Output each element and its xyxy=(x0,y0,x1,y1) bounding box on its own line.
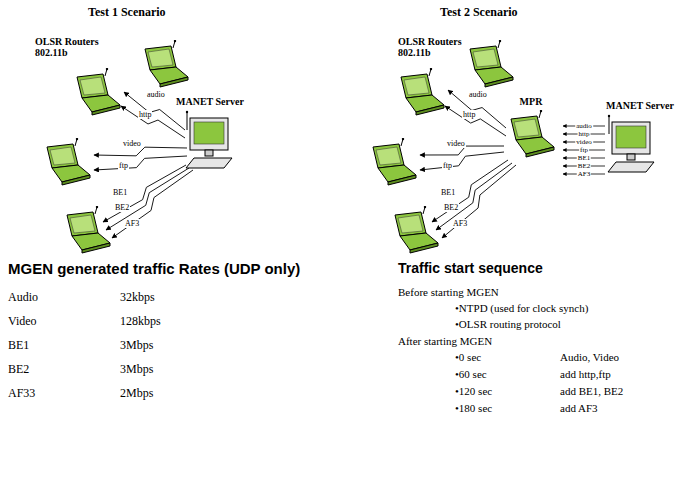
lightning-link xyxy=(448,90,506,128)
node-label: MANET Server xyxy=(606,100,684,112)
router-laptop xyxy=(401,68,444,115)
sequence-item: Before starting MGEN xyxy=(398,286,499,299)
lightning-link xyxy=(94,147,187,156)
traffic-label: audio xyxy=(468,90,488,99)
traffic-label: BE2 xyxy=(443,203,459,212)
sequence-item: add http,ftp xyxy=(560,368,611,381)
laptop-icon xyxy=(511,110,554,157)
traffic-label: ftp xyxy=(118,161,129,170)
lightning-link xyxy=(432,160,508,222)
server-computer: MANET Server xyxy=(176,96,258,170)
sequence-item: add AF3 xyxy=(560,402,598,415)
edge-label: AF3 xyxy=(577,171,591,178)
sequence-item: add BE1, BE2 xyxy=(560,385,623,398)
table-cell: Audio xyxy=(8,291,38,305)
computer-icon xyxy=(186,111,232,168)
traffic-label: AF3 xyxy=(124,219,140,228)
lightning-link xyxy=(442,165,516,238)
router-laptop xyxy=(395,206,438,253)
lightning-link xyxy=(436,163,512,230)
router-laptop xyxy=(47,138,90,185)
lightning-link xyxy=(94,156,187,170)
edge-label: audio xyxy=(575,123,593,130)
table-cell: BE1 xyxy=(8,339,29,353)
router-laptop xyxy=(67,206,110,253)
edge-label: BE1 xyxy=(577,155,591,162)
sequence-item: Audio, Video xyxy=(560,351,619,364)
router-laptop xyxy=(77,68,120,115)
sequence-item: •OLSR routing protocol xyxy=(455,318,561,331)
traffic-label: AF3 xyxy=(452,219,468,228)
section-heading: Traffic start sequence xyxy=(398,260,543,276)
wireless-links xyxy=(94,90,516,238)
lightning-link xyxy=(106,168,189,230)
sequence-item: •0 sec xyxy=(455,351,481,364)
computer-icon xyxy=(184,110,234,170)
lightning-link xyxy=(420,152,504,170)
lightning-link xyxy=(103,165,186,222)
router-laptop xyxy=(145,40,188,87)
mpr-laptop: MPR xyxy=(500,96,562,184)
lightning-link xyxy=(121,106,185,138)
scenario-title: Test 1 Scenario xyxy=(88,6,166,20)
sequence-item: •NTPD (used for clock synch) xyxy=(455,302,588,315)
traffic-label: video xyxy=(446,139,466,148)
edge-label: BE2 xyxy=(577,163,591,170)
section-heading: MGEN generated traffic Rates (UDP only) xyxy=(8,260,300,277)
computer-icon xyxy=(606,114,656,174)
traffic-label: BE1 xyxy=(112,188,128,197)
edge-label: ftp xyxy=(579,147,589,154)
computer-icon xyxy=(608,115,654,172)
table-cell: 3Mbps xyxy=(120,363,153,377)
traffic-label: http xyxy=(138,110,152,119)
edge-label: video xyxy=(575,139,593,146)
traffic-label: BE2 xyxy=(114,203,130,212)
table-cell: 32kbps xyxy=(120,291,155,305)
router-label: OLSR Routers 802.11b xyxy=(35,36,107,58)
traffic-label: video xyxy=(122,139,142,148)
table-cell: AF33 xyxy=(8,387,35,401)
edge-label: http xyxy=(578,131,591,138)
server-computer: MANET Server xyxy=(606,100,684,184)
traffic-label: ftp xyxy=(442,161,453,170)
traffic-label: http xyxy=(462,110,476,119)
laptop-icon xyxy=(506,110,556,158)
sequence-item: After starting MGEN xyxy=(398,335,492,348)
scenario-title: Test 2 Scenario xyxy=(440,6,518,20)
node-label: MPR xyxy=(500,96,562,108)
router-laptop xyxy=(373,138,416,185)
router-laptop xyxy=(470,40,513,87)
table-cell: BE2 xyxy=(8,363,29,377)
sequence-item: •60 sec xyxy=(455,368,487,381)
table-cell: 128kbps xyxy=(120,315,161,329)
traffic-label: audio xyxy=(146,90,166,99)
traffic-label: BE1 xyxy=(440,188,456,197)
sequence-item: •120 sec xyxy=(455,385,492,398)
lightning-link xyxy=(112,170,193,238)
router-label: OLSR Routers 802.11b xyxy=(398,36,470,58)
sequence-item: •180 sec xyxy=(455,402,492,415)
lightning-link xyxy=(445,106,506,136)
node-label: MANET Server xyxy=(176,96,258,108)
table-cell: 3Mbps xyxy=(120,339,153,353)
table-cell: Video xyxy=(8,315,37,329)
table-cell: 2Mbps xyxy=(120,387,153,401)
